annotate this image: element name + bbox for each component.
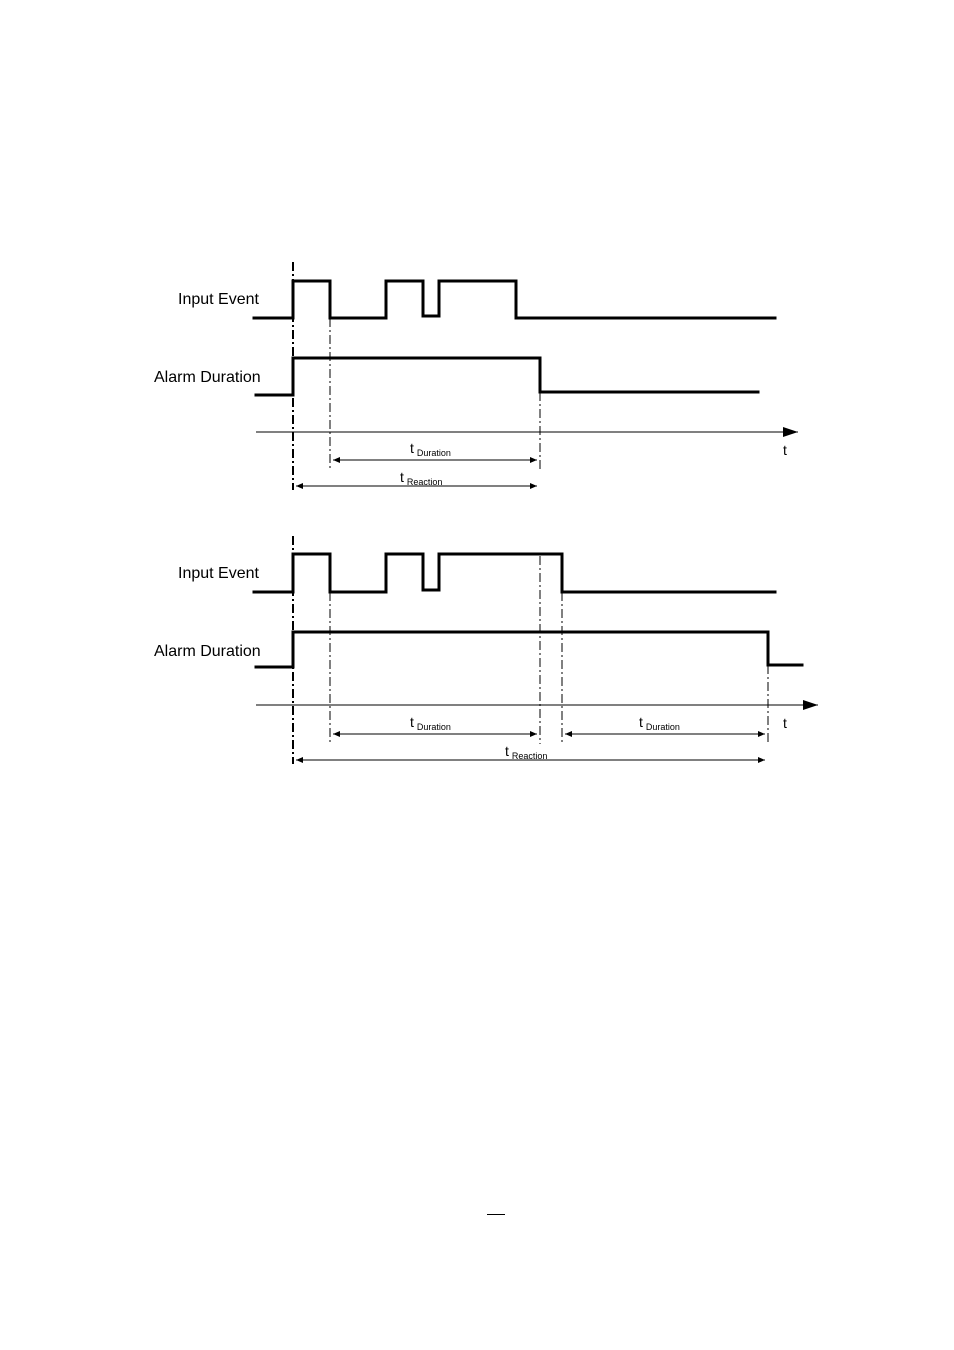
input-event-label: Input Event: [178, 291, 260, 308]
alarm-duration-label: Alarm Duration: [154, 643, 261, 660]
time-axis-label: t: [783, 715, 787, 731]
input-event-waveform: [254, 281, 775, 318]
alarm-duration-waveform: [256, 358, 758, 395]
time-axis-label: t: [783, 442, 787, 458]
alarm-duration-label: Alarm Duration: [154, 369, 261, 386]
page-footer-mark: [487, 1214, 505, 1215]
alarm-duration-waveform: [256, 632, 802, 667]
input-event-waveform: [254, 554, 775, 592]
input-event-label: Input Event: [178, 565, 260, 582]
